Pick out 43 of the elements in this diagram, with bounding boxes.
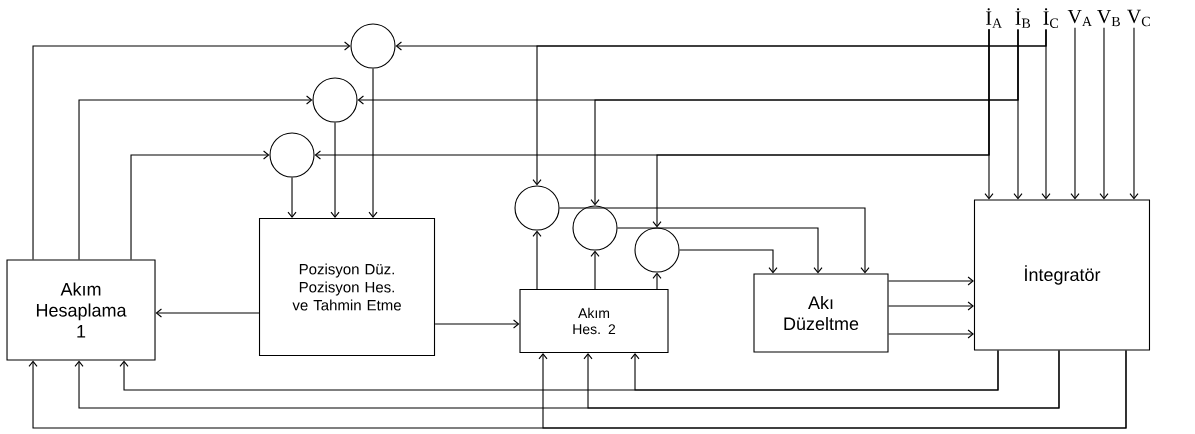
- signal-label: İ$_{B}$: [1015, 8, 1031, 28]
- arrow: [368, 68, 378, 218]
- arrow: [130, 150, 270, 260]
- arrow: [1041, 28, 1051, 200]
- summing-circle: [312, 77, 358, 123]
- arrow: [330, 122, 340, 218]
- summing-circle: [572, 205, 618, 251]
- arrow: [74, 350, 1060, 409]
- process-box: Akı Düzeltme: [753, 273, 889, 353]
- process-box: Akım Hesaplama 1: [6, 259, 156, 361]
- arrow: [155, 308, 260, 318]
- arrow: [679, 249, 778, 274]
- process-box: Pozisyon Düz. Pozisyon Hes. ve Tahmin Etme: [258, 217, 436, 357]
- process-box: Akım Hes. 2: [519, 288, 669, 354]
- arrow: [287, 177, 297, 218]
- arrow: [652, 272, 662, 290]
- arrow: [119, 350, 999, 391]
- arrow: [617, 227, 823, 274]
- summing-circle: [514, 185, 560, 231]
- signal-label: V$_{A}$: [1067, 9, 1092, 27]
- arrow: [32, 41, 351, 260]
- arrow: [888, 276, 974, 286]
- process-box: İntegratör: [973, 199, 1151, 351]
- signal-label: İ$_{A}$: [986, 8, 1003, 28]
- signal-label: V$_{B}$: [1097, 9, 1120, 27]
- arrow: [888, 329, 974, 339]
- arrow: [559, 207, 870, 274]
- arrow: [1099, 27, 1109, 200]
- summing-circle: [269, 132, 315, 178]
- arrow: [1013, 28, 1023, 200]
- arrow: [434, 319, 520, 329]
- arrow: [532, 230, 542, 290]
- arrow: [1070, 27, 1080, 200]
- arrow: [984, 28, 994, 200]
- arrow: [1129, 27, 1139, 200]
- summing-circle: [350, 23, 396, 69]
- summing-circle: [634, 227, 680, 273]
- arrow: [590, 250, 600, 290]
- arrow: [78, 95, 313, 260]
- signal-label: İ$_{C}$: [1043, 8, 1058, 28]
- arrow: [28, 350, 1127, 429]
- signal-label: V$_{C}$: [1127, 9, 1150, 27]
- arrow: [888, 301, 974, 311]
